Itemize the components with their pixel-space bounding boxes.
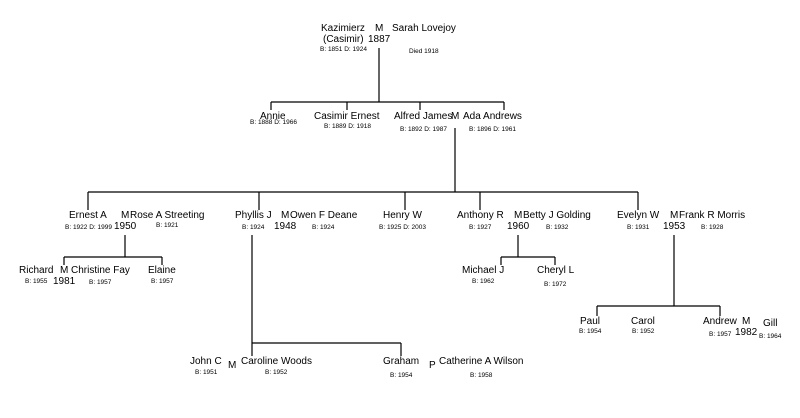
union-label-ernest-rose: M (121, 210, 130, 221)
person-name-carol: Carol (631, 316, 655, 327)
person-dates-rose-a-streeting: B: 1921 (156, 222, 179, 229)
person-name-annie: Annie (260, 111, 286, 122)
person-dates-catherine-a-wilson: B: 1958 (470, 372, 493, 379)
person-name-kazimierz: Kazimierz (321, 23, 365, 34)
person-name-evelyn-w: Evelyn W (617, 210, 660, 221)
person-altname-kazimierz: (Casimir) (323, 34, 364, 45)
person-dates-alfred-james: B: 1892 D: 1987 (400, 126, 447, 133)
person-name-ada-andrews: Ada Andrews (463, 111, 522, 122)
person-name-andrew: Andrew (703, 316, 737, 327)
union-year-phyllis-owen: 1948 (274, 221, 297, 232)
person-dates-owen-f-deane: B: 1924 (312, 224, 335, 231)
person-dates-phyllis-j: B: 1924 (242, 224, 265, 231)
person-name-richard: Richard (19, 265, 54, 276)
person-name-frank-r-morris: Frank R Morris (679, 210, 746, 221)
person-name-gill: Gill (763, 318, 778, 329)
person-name-paul: Paul (580, 316, 601, 327)
union-year-anthony-betty: 1960 (507, 221, 530, 232)
person-name-betty-j-golding: Betty J Golding (523, 210, 591, 221)
person-dates-carol: B: 1952 (632, 328, 655, 335)
union-label-anthony-betty: M (514, 210, 523, 221)
person-dates-ernest-a: B: 1922 D: 1999 (65, 224, 112, 231)
person-dates-paul: B: 1954 (579, 328, 602, 335)
union-year-kazimierz-sarah: 1887 (368, 34, 391, 45)
person-name-ernest-a: Ernest A (69, 210, 107, 221)
person-name-phyllis-j: Phyllis J (235, 210, 272, 221)
person-name-henry-w: Henry W (383, 210, 422, 221)
person-dates-christine-fay: B: 1957 (89, 279, 112, 286)
person-dates-casimir-ernest: B: 1889 D: 1918 (324, 123, 371, 130)
person-name-owen-f-deane: Owen F Deane (290, 210, 358, 221)
union-year-ernest-rose: 1950 (114, 221, 137, 232)
person-name-elaine: Elaine (148, 265, 176, 276)
person-dates-betty-j-golding: B: 1932 (546, 224, 569, 231)
union-label-john-caroline: M (228, 360, 237, 371)
person-name-anthony-r: Anthony R (457, 210, 504, 221)
person-name-alfred-james: Alfred James (394, 111, 453, 122)
person-dates-andrew: B: 1957 (709, 331, 732, 338)
union-label-andrew-gill: M (742, 316, 751, 327)
union-label-graham-catherine: P (429, 360, 436, 371)
person-dates-gill: B: 1964 (759, 333, 782, 340)
union-label-alfred-ada: M (451, 111, 460, 122)
person-dates-annie: B: 1888 D: 1966 (250, 119, 297, 126)
person-dates-john-c: B: 1951 (195, 369, 218, 376)
person-dates-henry-w: B: 1925 D: 2003 (379, 224, 426, 231)
person-name-christine-fay: Christine Fay (71, 265, 130, 276)
person-name-rose-a-streeting: Rose A Streeting (130, 210, 205, 221)
person-dates-frank-r-morris: B: 1928 (701, 224, 724, 231)
person-name-casimir-ernest: Casimir Ernest (314, 111, 380, 122)
union-label-kazimierz-sarah: M (375, 23, 384, 34)
person-dates-cheryl-l: B: 1972 (544, 281, 567, 288)
person-dates-anthony-r: B: 1927 (469, 224, 492, 231)
union-year-andrew-gill: 1982 (735, 327, 758, 338)
person-dates-richard: B: 1955 (25, 278, 48, 285)
union-year-evelyn-frank: 1953 (663, 221, 686, 232)
person-name-cheryl-l: Cheryl L (537, 265, 575, 276)
union-label-phyllis-owen: M (281, 210, 290, 221)
person-name-john-c: John C (190, 356, 222, 367)
person-dates-sarah: Died 1918 (409, 48, 439, 55)
person-name-graham: Graham (383, 356, 420, 367)
person-dates-graham: B: 1954 (390, 372, 413, 379)
person-dates-kazimierz: B: 1851 D: 1924 (320, 46, 367, 53)
union-label-evelyn-frank: M (670, 210, 679, 221)
union-label-richard-christine: M (60, 265, 69, 276)
person-dates-ada-andrews: B: 1896 D: 1961 (469, 126, 516, 133)
person-name-caroline-woods: Caroline Woods (241, 356, 312, 367)
union-year-richard-christine: 1981 (53, 276, 76, 287)
person-dates-caroline-woods: B: 1952 (265, 369, 288, 376)
person-name-catherine-a-wilson: Catherine A Wilson (439, 356, 524, 367)
person-name-michael-j: Michael J (462, 265, 505, 276)
person-dates-michael-j: B: 1962 (472, 278, 495, 285)
person-dates-elaine: B: 1957 (151, 278, 174, 285)
person-dates-evelyn-w: B: 1931 (627, 224, 650, 231)
person-name-sarah: Sarah Lovejoy (392, 23, 456, 34)
